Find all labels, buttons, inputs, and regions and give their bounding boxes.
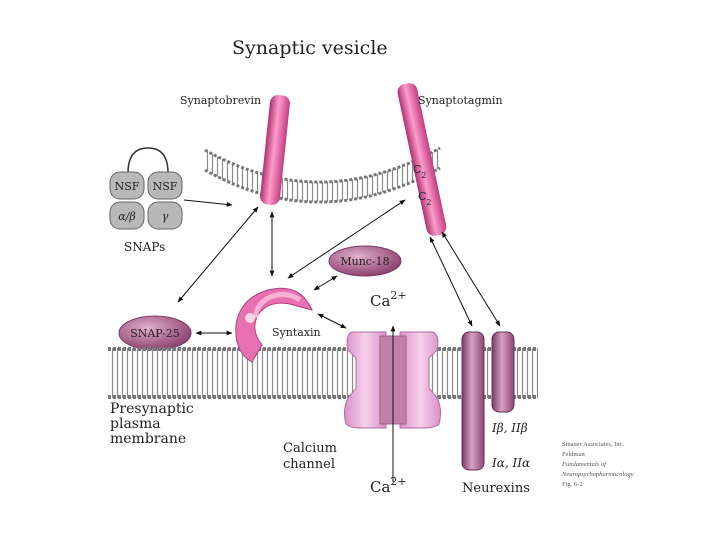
arrow-synaptotagmin-neurexin-b [441,231,501,327]
munc18-label: Munc-18 [340,255,389,268]
calcium-channel-label-line1: Calcium [283,441,337,456]
arrow-synaptotagmin-neurexin-a [429,236,473,327]
calcium-ion-bottom-label: Ca2+ [370,475,407,496]
arrow-nsf-to-vesicle [183,199,233,207]
syntaxin-protein [235,287,313,363]
title: Synaptic vesicle [232,37,388,59]
neurexin-proteins [461,331,515,471]
synaptotagmin-protein [397,83,447,236]
credit-line3: Fundamentals of [562,461,606,468]
vesicle-membrane [204,146,441,204]
snap25-label: SNAP-25 [130,327,180,340]
arrow-synaptobrevin-snap25 [177,206,259,303]
synaptotagmin-label: Synaptotagmin [418,94,503,107]
credit-line4: Neuropsychopharmacology [562,471,634,478]
nsf-snap-complex [109,147,183,230]
c2-label-lower: C2 [418,190,432,207]
neurexins-label: Neurexins [462,481,530,496]
presynaptic-label-line3: membrane [110,431,186,447]
alpha-beta-label: α/β [118,210,136,223]
c2-label-upper: C2 [413,163,427,180]
arrow-syntaxin-channel [317,313,347,329]
nsf-label-left: NSF [115,180,140,193]
gamma-label: γ [162,210,169,223]
calcium-channel-label-line2: channel [283,457,335,472]
snaps-label: SNAPs [124,240,165,254]
credit-line2: Feldman [562,451,585,458]
arrow-synaptotagmin-syntaxin [287,199,406,279]
presynaptic-label-line1: Presynaptic [110,401,194,417]
credit-line1: Sinauer Associates, Inc. [562,441,625,448]
arrow-munc18-syntaxin [313,275,338,291]
interaction-arrows [177,199,501,482]
nsf-label-right: NSF [153,180,178,193]
credit-line5: Fig. 6-2 [562,481,583,488]
synaptobrevin-protein [260,95,290,205]
neurexin-ia-label: Iα, IIα [491,456,530,470]
figure-credit: Sinauer Associates, Inc. Feldman Fundame… [562,440,672,490]
syntaxin-label: Syntaxin [272,326,321,339]
neurexin-ib-label: Iβ, IIβ [491,421,528,435]
calcium-ion-top-label: Ca2+ [370,289,407,310]
presynaptic-label-line2: plasma [110,416,161,432]
synaptobrevin-label: Synaptobrevin [180,94,261,107]
